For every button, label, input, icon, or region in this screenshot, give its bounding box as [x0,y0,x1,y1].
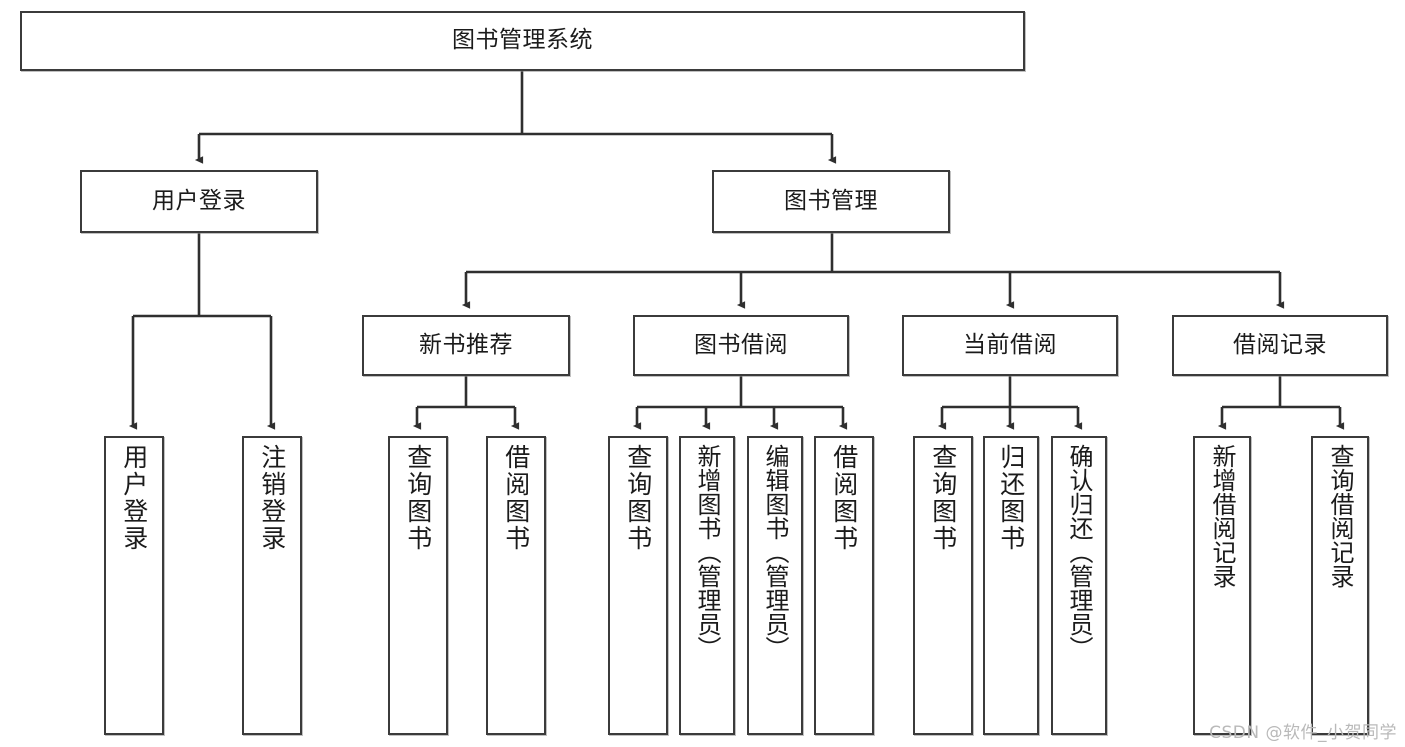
node-leaf-book-borrow-query[interactable]: 查询图书 [608,436,668,735]
node-label: 当前借阅 [963,331,1057,358]
node-label: 确认归还（管理员） [1065,444,1093,660]
node-label: 图书管理系统 [452,27,593,54]
node-leaf-current-borrow-confirm-admin[interactable]: 确认归还（管理员） [1051,436,1107,735]
node-label: 用户登录 [119,444,149,552]
node-label: 用户登录 [152,187,246,214]
node-book-management[interactable]: 图书管理 [712,170,950,233]
node-leaf-book-borrow-add-admin[interactable]: 新增图书（管理员） [679,436,735,735]
node-label: 借阅图书 [829,444,859,552]
node-label: 新增借阅记录 [1208,444,1236,588]
node-leaf-book-borrow-edit-admin[interactable]: 编辑图书（管理员） [747,436,803,735]
node-label: 编辑图书（管理员） [761,444,789,660]
node-book-borrowing[interactable]: 图书借阅 [633,315,849,376]
node-label: 注销登录 [257,444,287,552]
node-leaf-user-login-signout[interactable]: 注销登录 [242,436,302,735]
node-leaf-current-borrow-return[interactable]: 归还图书 [983,436,1039,735]
node-leaf-book-borrow-borrow[interactable]: 借阅图书 [814,436,874,735]
node-label: 图书借阅 [694,331,788,358]
node-borrowing-record[interactable]: 借阅记录 [1172,315,1388,376]
node-leaf-user-login-signin[interactable]: 用户登录 [104,436,164,735]
node-current-borrowing[interactable]: 当前借阅 [902,315,1118,376]
node-label: 查询图书 [623,444,653,552]
node-label: 查询图书 [928,444,958,552]
node-leaf-new-book-borrow[interactable]: 借阅图书 [486,436,546,735]
node-leaf-current-borrow-query[interactable]: 查询图书 [913,436,973,735]
node-label: 查询图书 [403,444,433,552]
node-label: 新增图书（管理员） [693,444,721,660]
node-leaf-borrow-record-query[interactable]: 查询借阅记录 [1311,436,1369,735]
node-label: 归还图书 [996,444,1026,552]
node-label: 查询借阅记录 [1326,444,1354,588]
node-label: 图书管理 [784,187,878,214]
node-label: 借阅图书 [501,444,531,552]
node-leaf-borrow-record-add[interactable]: 新增借阅记录 [1193,436,1251,735]
node-user-login[interactable]: 用户登录 [80,170,318,233]
node-label: 新书推荐 [419,331,513,358]
csdn-watermark: CSDN @软件_小贺同学 [1209,723,1397,743]
node-label: 借阅记录 [1233,331,1327,358]
node-new-book-recommendation[interactable]: 新书推荐 [362,315,570,376]
node-leaf-new-book-query[interactable]: 查询图书 [388,436,448,735]
node-root-book-management-system[interactable]: 图书管理系统 [20,11,1025,71]
